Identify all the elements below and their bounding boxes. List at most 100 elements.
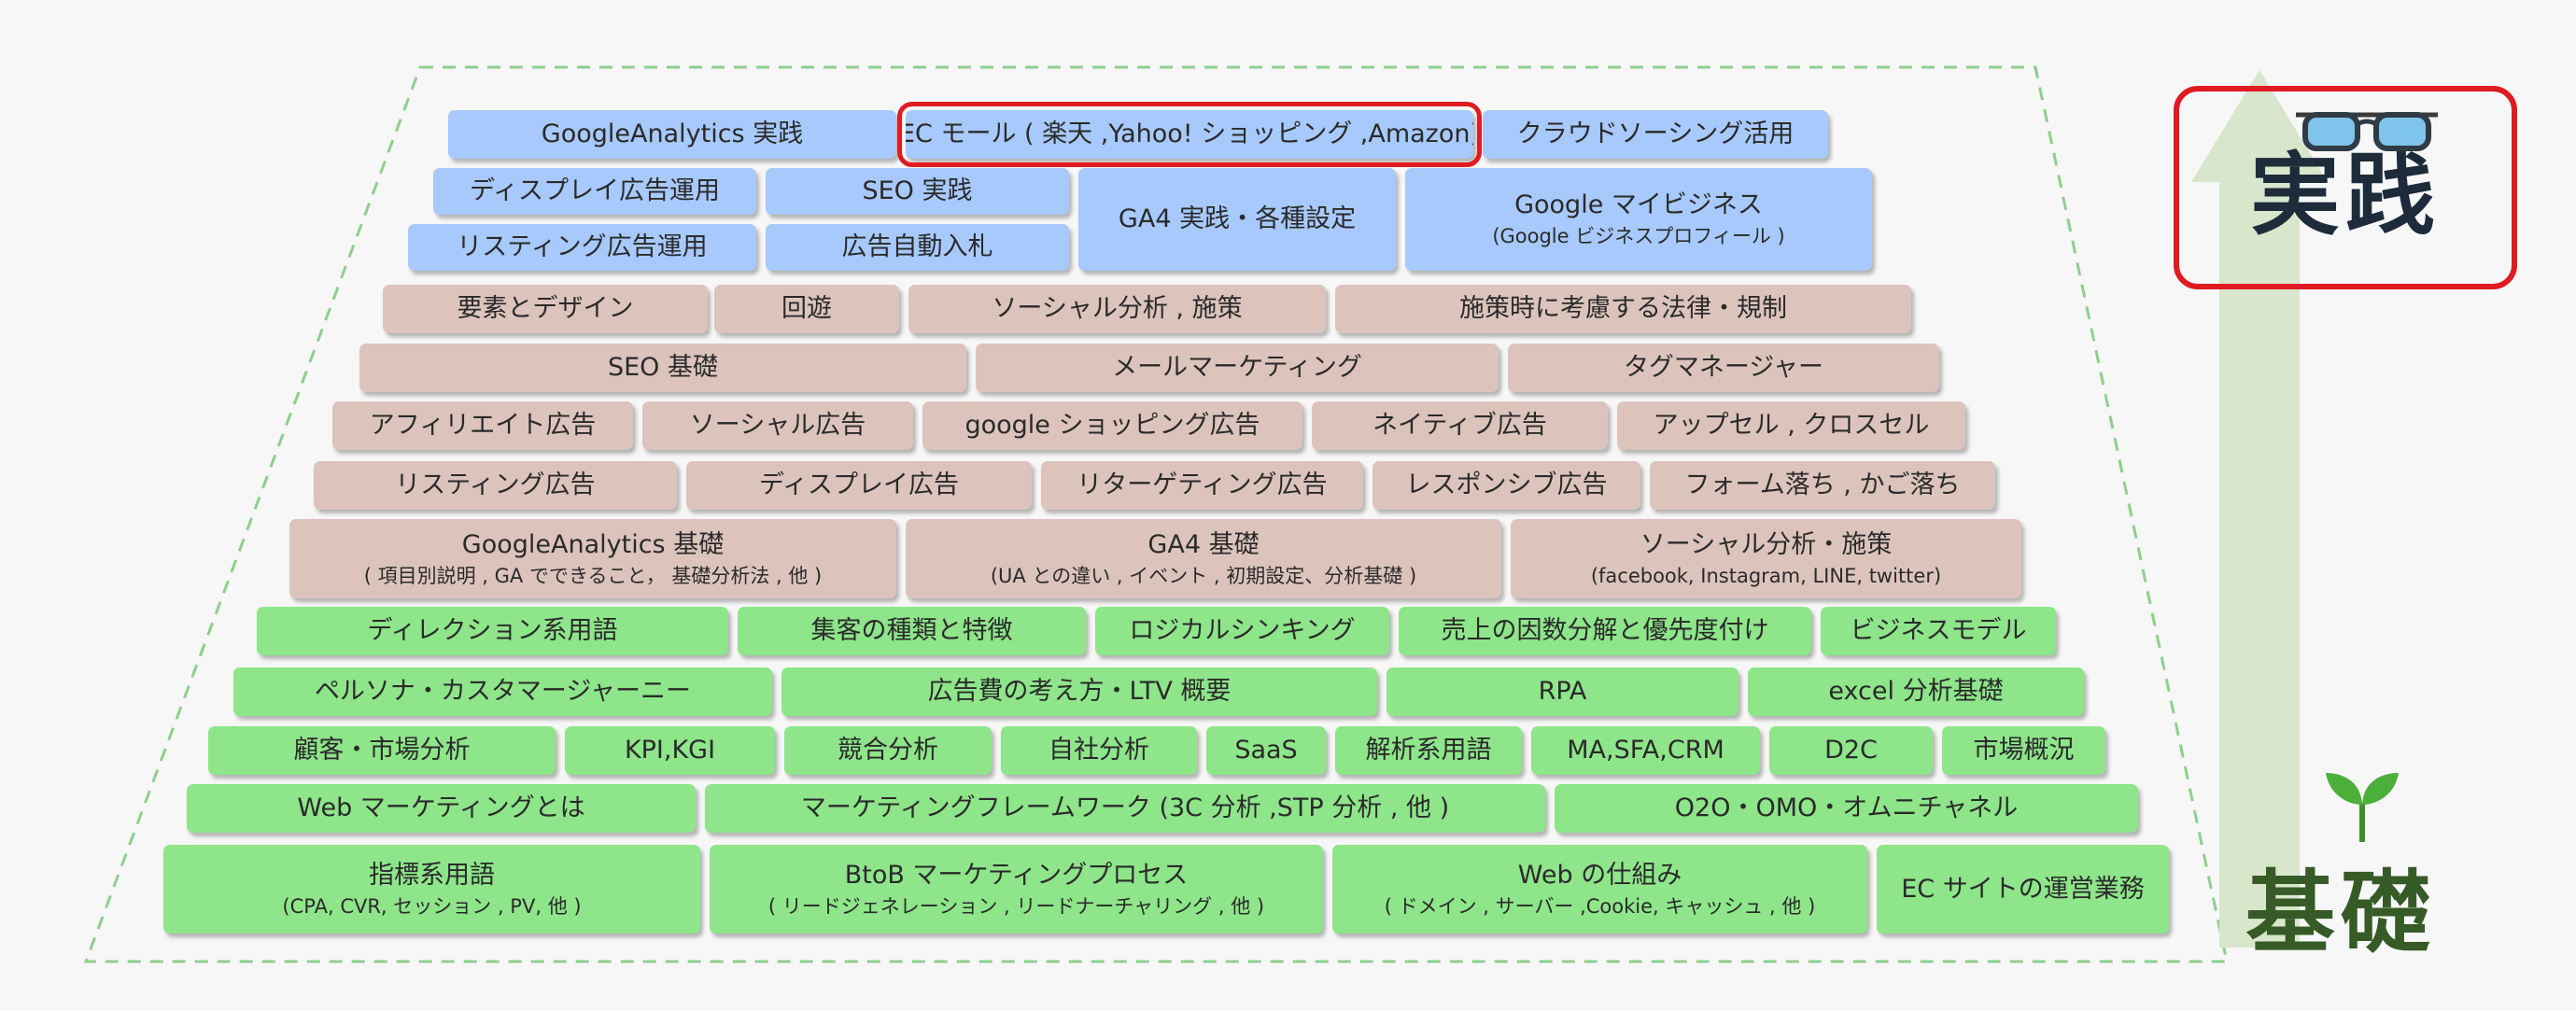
box-o2o-omo: O2O・OMO・オムニチャネル	[1555, 784, 2138, 833]
box-sales-factor-analysis: 売上の因数分解と優先度付け	[1399, 607, 1811, 655]
box-customer-market-analysis-label: 顧客・市場分析	[293, 736, 471, 765]
box-ec-mall-label: EC モール ( 楽天 ,Yahoo! ショッピング ,Amazon)	[906, 119, 1473, 149]
box-display-ad: ディスプレイ広告	[686, 461, 1032, 510]
box-affiliate-ad: アフィリエイト広告	[332, 401, 633, 450]
box-ga4-practice-label: GA4 実践・各種設定	[1118, 204, 1357, 234]
box-ma-sfa-crm-label: MA,SFA,CRM	[1567, 736, 1724, 765]
box-listing-ad-operation: リスティング広告運用	[408, 224, 756, 271]
box-google-my-business-label: Google マイビジネス	[1514, 190, 1763, 220]
box-upsell-crosssell: アップセル , クロスセル	[1617, 401, 1965, 450]
box-social-analysis-label: ソーシャル分析・施策	[1640, 529, 1893, 559]
box-listing-ad: リスティング広告	[314, 461, 677, 510]
box-what-is-web-marketing-label: Web マーケティングとは	[297, 793, 585, 823]
box-seo-basics-label: SEO 基礎	[607, 353, 719, 383]
box-auto-bidding-label: 広告自動入札	[841, 232, 993, 262]
box-customer-market-analysis: 顧客・市場分析	[208, 726, 556, 775]
box-marketing-framework-label: マーケティングフレームワーク (3C 分析 ,STP 分析 , 他 )	[800, 793, 1450, 823]
box-crowdsourcing-label: クラウドソーシング活用	[1516, 119, 1795, 149]
box-email-marketing-label: メールマーケティング	[1112, 353, 1362, 383]
box-google-analytics-basics: GoogleAnalytics 基礎( 項目別説明 , GA でできること， 基…	[289, 519, 896, 598]
box-ad-cost-ltv: 広告費の考え方・LTV 概要	[781, 667, 1377, 716]
box-o2o-omo-label: O2O・OMO・オムニチャネル	[1674, 793, 2019, 823]
box-listing-ad-operation-label: リスティング広告運用	[457, 232, 708, 262]
box-business-model-label: ビジネスモデル	[1850, 616, 2027, 646]
box-competitor-analysis-label: 競合分析	[838, 736, 938, 765]
box-display-ad-operation-label: ディスプレイ広告運用	[469, 176, 721, 206]
box-rpa: RPA	[1387, 667, 1738, 716]
box-google-my-business-sublabel: (Google ビジネスプロフィール )	[1492, 225, 1785, 248]
box-kpi-kgi: KPI,KGI	[565, 726, 775, 775]
box-ad-cost-ltv-label: 広告費の考え方・LTV 概要	[927, 677, 1232, 707]
box-elements-design-label: 要素とデザイン	[457, 294, 634, 324]
box-display-ad-operation: ディスプレイ広告運用	[433, 168, 756, 215]
box-seo-basics: SEO 基礎	[359, 344, 966, 392]
box-marketing-framework: マーケティングフレームワーク (3C 分析 ,STP 分析 , 他 )	[705, 784, 1545, 833]
box-form-dropoff-label: フォーム落ち , かご落ち	[1684, 470, 1961, 500]
box-elements-design: 要素とデザイン	[383, 285, 708, 333]
box-affiliate-ad-label: アフィリエイト広告	[369, 411, 597, 441]
box-excel-analysis-label: excel 分析基礎	[1828, 677, 2004, 707]
box-listing-ad-label: リスティング広告	[395, 470, 596, 500]
box-upsell-crosssell-label: アップセル , クロスセル	[1653, 411, 1930, 441]
box-seo-practice: SEO 実践	[766, 168, 1069, 215]
box-direction-terms: ディレクション系用語	[257, 607, 728, 655]
box-web-mechanism: Web の仕組み ( ドメイン , サーバー ,Cookie, キャッシュ , 他…	[1332, 845, 1867, 934]
box-business-model: ビジネスモデル	[1821, 607, 2056, 655]
box-saas: SaaS	[1206, 726, 1326, 775]
box-direction-terms-label: ディレクション系用語	[367, 616, 618, 646]
box-market-overview: 市場概況	[1942, 726, 2105, 775]
box-retargeting-ad: リターゲティング広告	[1041, 461, 1363, 510]
box-google-analytics-practice: GoogleAnalytics 実践	[448, 110, 896, 159]
box-metric-terms-sublabel: (CPA, CVR, セッション , PV, 他 )	[282, 894, 582, 918]
box-ec-site-operations-label: EC サイトの運営業務	[1901, 874, 2145, 904]
box-logical-thinking-label: ロジカルシンキング	[1129, 616, 1356, 646]
box-web-mechanism-label: Web の仕組み	[1517, 860, 1682, 890]
box-analytics-terms-label: 解析系用語	[1365, 736, 1492, 765]
box-ga4-basics-sublabel: (UA との違い , イベント , 初期設定、分析基礎 )	[990, 564, 1417, 587]
box-native-ad: ネイティブ広告	[1312, 401, 1608, 450]
box-d2c: D2C	[1769, 726, 1933, 775]
box-crowdsourcing: クラウドソーシング活用	[1483, 110, 1828, 159]
box-laws-regulations: 施策時に考慮する法律・規制	[1335, 285, 1911, 333]
box-kpi-kgi-label: KPI,KGI	[624, 736, 716, 765]
box-self-analysis: 自社分析	[1001, 726, 1197, 775]
box-social-analysis-sublabel: (facebook, Instagram, LINE, twitter)	[1590, 564, 1942, 587]
box-competitor-analysis: 競合分析	[784, 726, 992, 775]
box-web-mechanism-sublabel: ( ドメイン , サーバー ,Cookie, キャッシュ , 他 )	[1384, 894, 1816, 918]
box-market-overview-label: 市場概況	[1973, 736, 2075, 765]
box-tag-manager-label: タグマネージャー	[1623, 353, 1824, 383]
box-btob-process-sublabel: ( リードジェネレーション , リードナーチャリング , 他 )	[767, 894, 1265, 918]
box-retargeting-ad-label: リターゲティング広告	[1077, 470, 1328, 500]
box-social-ad: ソーシャル広告	[642, 401, 913, 450]
box-d2c-label: D2C	[1824, 736, 1878, 765]
practice-label: 実践	[2250, 143, 2441, 247]
box-native-ad-label: ネイティブ広告	[1372, 411, 1547, 441]
box-google-analytics-basics-sublabel: ( 項目別説明 , GA でできること， 基礎分析法 , 他 )	[363, 564, 823, 587]
box-metric-terms: 指標系用語 (CPA, CVR, セッション , PV, 他 )	[163, 845, 700, 934]
box-ga4-basics: GA4 基礎 (UA との違い , イベント , 初期設定、分析基礎 )	[906, 519, 1501, 598]
box-customer-acquisition-label: 集客の種類と特徴	[810, 616, 1013, 646]
foundation-label: 基礎	[2245, 861, 2436, 965]
box-google-shopping-ad: google ショッピング広告	[922, 401, 1302, 450]
box-navigation-label: 回遊	[781, 294, 832, 324]
box-btob-process-label: BtoB マーケティングプロセス	[844, 860, 1189, 890]
box-social-ad-label: ソーシャル広告	[689, 411, 866, 441]
sprout-icon	[2326, 773, 2399, 842]
glasses-icon	[2296, 112, 2438, 151]
box-auto-bidding: 広告自動入札	[766, 224, 1069, 271]
practice-label-box: 実践	[2174, 86, 2517, 289]
box-what-is-web-marketing: Web マーケティングとは	[187, 784, 696, 833]
box-ma-sfa-crm: MA,SFA,CRM	[1531, 726, 1760, 775]
box-google-my-business: Google マイビジネス (Google ビジネスプロフィール )	[1405, 168, 1872, 271]
box-responsive-ad: レスポンシブ広告	[1372, 461, 1640, 510]
box-ga4-basics-label: GA4 基礎	[1147, 529, 1260, 559]
box-sales-factor-analysis-label: 売上の因数分解と優先度付け	[1441, 616, 1769, 646]
box-metric-terms-label: 指標系用語	[369, 860, 495, 890]
box-display-ad-label: ディスプレイ広告	[758, 470, 960, 500]
box-social-analysis-measures-label: ソーシャル分析 , 施策	[992, 294, 1243, 324]
box-logical-thinking: ロジカルシンキング	[1095, 607, 1389, 655]
box-customer-acquisition: 集客の種類と特徴	[738, 607, 1086, 655]
box-saas-label: SaaS	[1234, 736, 1298, 765]
box-email-marketing: メールマーケティング	[976, 344, 1499, 392]
